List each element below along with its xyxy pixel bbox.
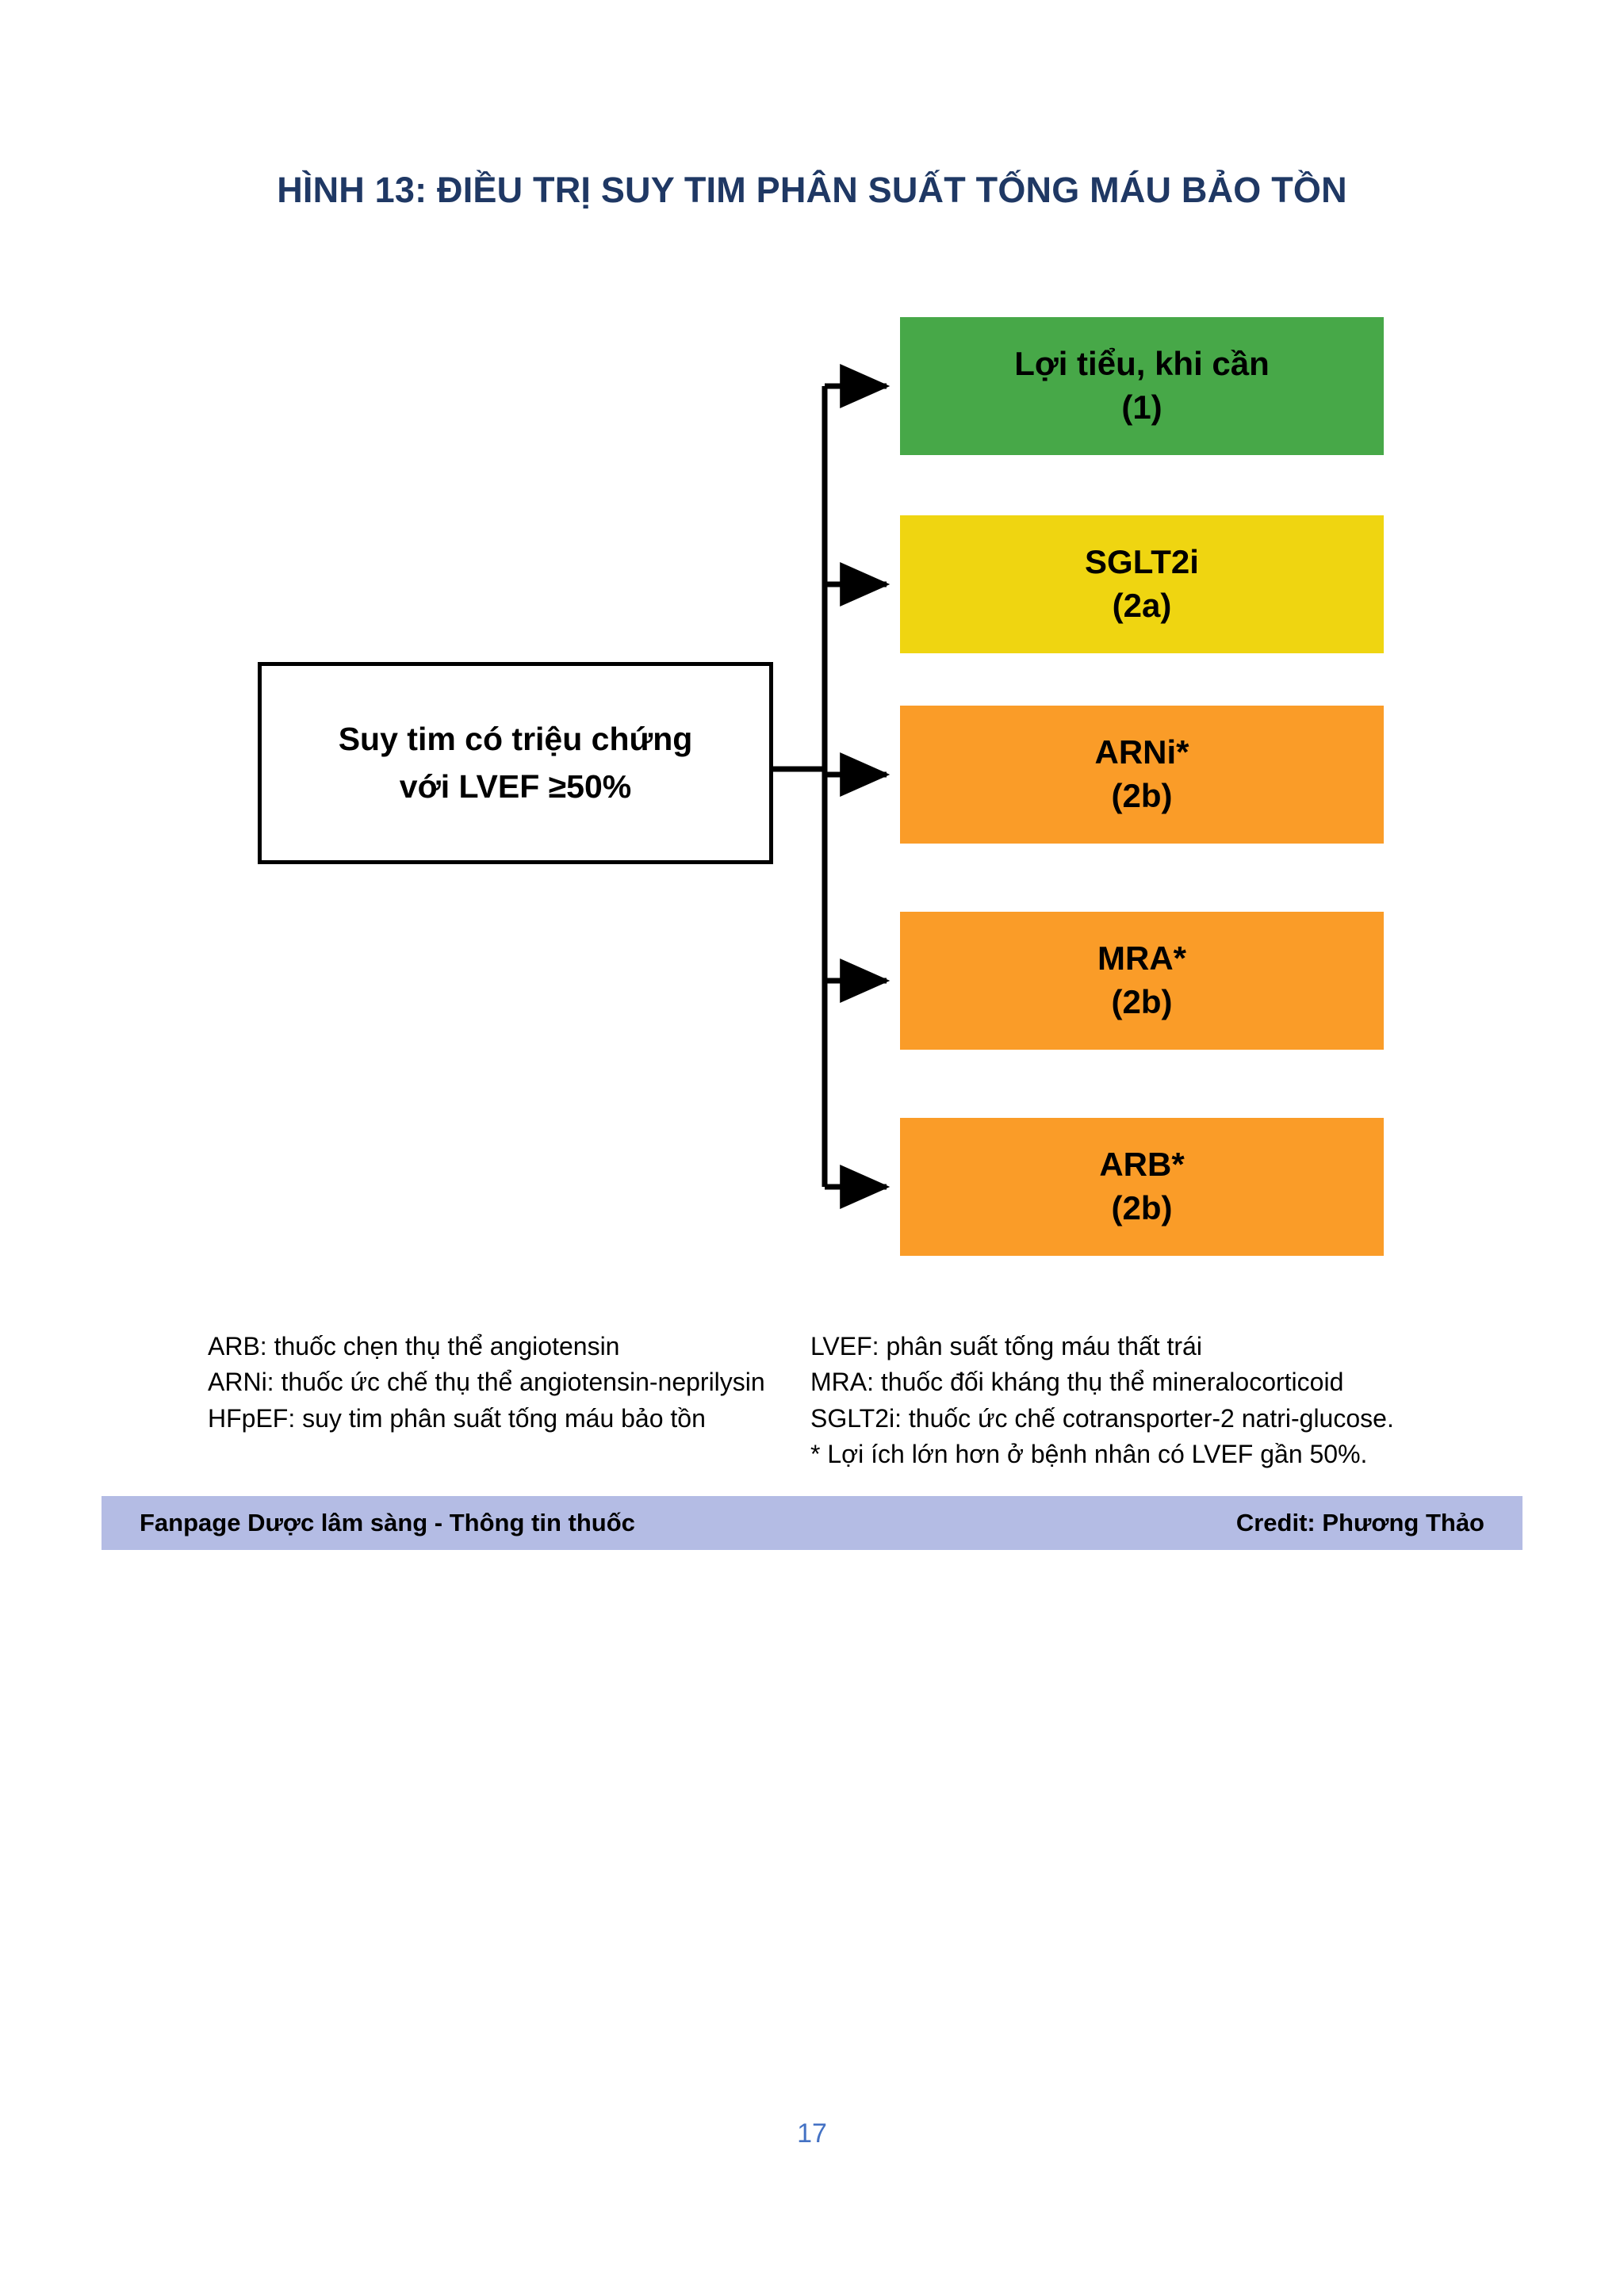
flowchart-connectors [773, 364, 891, 1209]
node-arni-recommendation-class: (2b) [1111, 777, 1173, 814]
abbreviations-legend: ARB: thuốc chẹn thụ thể angiotensin ARNi… [0, 1329, 1624, 1487]
legend-column-right: LVEF: phân suất tống máu thất trái MRA: … [810, 1329, 1394, 1473]
page-title: HÌNH 13: ĐIỀU TRỊ SUY TIM PHÂN SUẤT TỐNG… [277, 170, 1347, 210]
footer-credit-bar: Fanpage Dược lâm sàng - Thông tin thuốc … [102, 1496, 1522, 1550]
node-therapy-diuretic[interactable]: Lợi tiểu, khi cần (1) [900, 317, 1384, 455]
legend-item-hfpef: HFpEF: suy tim phân suất tống máu bảo tồ… [208, 1403, 706, 1433]
node-mra-label: MRA* [1097, 939, 1186, 978]
node-diuretic-label: Lợi tiểu, khi cần [1014, 345, 1270, 383]
legend-item-mra: MRA: thuốc đối kháng thụ thể mineralocor… [810, 1368, 1344, 1397]
footer-credit-text: Credit: Phương Thảo [1235, 1509, 1484, 1536]
node-therapy-mra[interactable]: MRA* (2b) [900, 912, 1384, 1050]
node-arni-label: ARNi* [1094, 733, 1189, 771]
node-arb-label: ARB* [1099, 1146, 1185, 1184]
legend-column-left: ARB: thuốc chẹn thụ thể angiotensin ARNi… [208, 1329, 765, 1437]
node-therapy-sglt2i[interactable]: SGLT2i (2a) [900, 515, 1384, 653]
legend-item-arni: ARNi: thuốc ức chế thụ thể angiotensin-n… [208, 1368, 765, 1397]
footer-fanpage-text: Fanpage Dược lâm sàng - Thông tin thuốc [140, 1509, 635, 1536]
legend-item-footnote: * Lợi ích lớn hơn ở bệnh nhân có LVEF gầ… [810, 1440, 1368, 1469]
page-number: 17 [797, 2118, 827, 2149]
node-symptomatic-hf-lvef-50[interactable]: Suy tim có triệu chứng với LVEF ≥50% [258, 662, 773, 864]
treatment-flowchart: Suy tim có triệu chứng với LVEF ≥50% Lợi… [258, 317, 1384, 1256]
node-therapy-arni[interactable]: ARNi* (2b) [900, 706, 1384, 844]
node-sglt2i-label: SGLT2i [1085, 543, 1199, 581]
node-source-line2: với LVEF ≥50% [399, 767, 632, 805]
node-diuretic-recommendation-class: (1) [1121, 388, 1162, 426]
node-mra-recommendation-class: (2b) [1111, 983, 1173, 1020]
legend-item-lvef: LVEF: phân suất tống máu thất trái [810, 1332, 1202, 1360]
legend-item-sglt2i: SGLT2i: thuốc ức chế cotransporter-2 nat… [810, 1403, 1394, 1433]
node-source-line1: Suy tim có triệu chứng [338, 721, 693, 758]
legend-item-arb: ARB: thuốc chẹn thụ thể angiotensin [208, 1332, 620, 1360]
node-arb-recommendation-class: (2b) [1111, 1189, 1173, 1226]
node-sglt2i-recommendation-class: (2a) [1112, 587, 1172, 624]
node-therapy-arb[interactable]: ARB* (2b) [900, 1118, 1384, 1256]
